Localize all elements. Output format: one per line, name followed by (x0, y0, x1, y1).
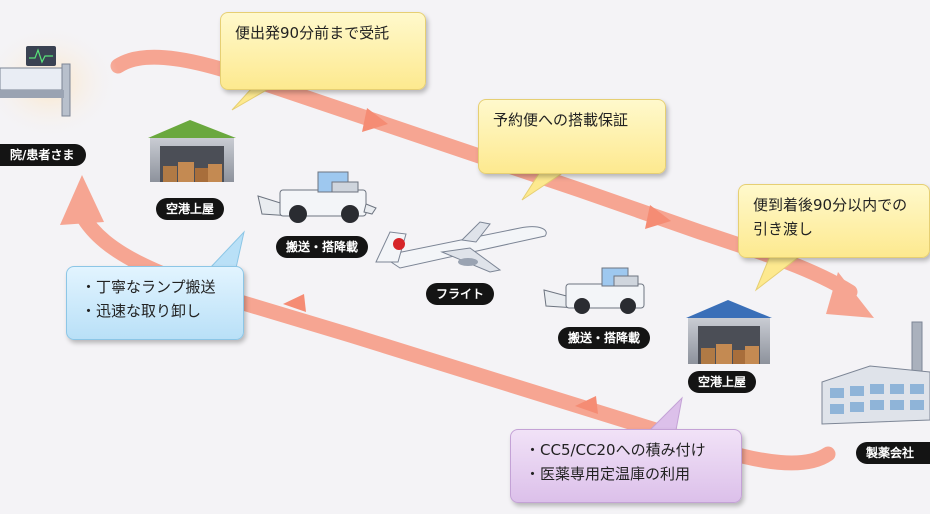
callout-handover: 便到着後90分以内での 引き渡し (738, 184, 930, 258)
warehouse-blue-illustration (686, 300, 772, 364)
callout-booking-guarantee-text: 予約便への搭載保証 (493, 111, 629, 129)
callout-handover-line2: 引き渡し (753, 220, 814, 238)
callout-container-storage-line2: ・医薬専用定温庫の利用 (525, 465, 691, 483)
label-hospital: 院/患者さま (0, 144, 86, 166)
label-warehouse-1: 空港上屋 (156, 198, 225, 220)
callout-tail-blue (208, 230, 245, 269)
label-tug-2: 搬送・搭降載 (558, 327, 651, 349)
airplane-illustration (375, 221, 547, 273)
callout-handover-line1: 便到着後90分以内での (753, 196, 908, 214)
callout-acceptance-deadline: 便出発90分前まで受託 (220, 12, 426, 90)
callout-ramp-handling: ・丁寧なランプ搬送 ・迅速な取り卸し (66, 266, 244, 340)
callout-acceptance-deadline-text: 便出発90分前まで受託 (235, 24, 390, 42)
callout-ramp-handling-line1: ・丁寧なランプ搬送 (81, 278, 216, 296)
callout-ramp-handling-line2: ・迅速な取り卸し (81, 302, 202, 320)
label-flight: フライト (426, 283, 495, 305)
hospital-bed-illustration (0, 24, 120, 140)
outbound-flow-arrow (110, 49, 874, 318)
label-tug-1: 搬送・搭降載 (276, 236, 369, 258)
label-factory: 製薬会社 (856, 442, 930, 464)
callout-container-storage-line1: ・CC5/CC20への積み付け (525, 441, 706, 459)
callout-tail-1 (231, 87, 272, 111)
label-warehouse-2: 空港上屋 (688, 371, 757, 393)
callout-container-storage: ・CC5/CC20への積み付け ・医薬専用定温庫の利用 (510, 429, 742, 503)
callout-booking-guarantee: 予約便への搭載保証 (478, 99, 666, 174)
tug-vehicle-illustration-1 (257, 171, 377, 223)
factory-illustration (821, 321, 930, 425)
warehouse-green-illustration (148, 120, 236, 182)
tug-vehicle-illustration-2 (543, 267, 645, 314)
callout-tail-3 (754, 255, 802, 292)
callout-tail-purple (648, 396, 683, 431)
